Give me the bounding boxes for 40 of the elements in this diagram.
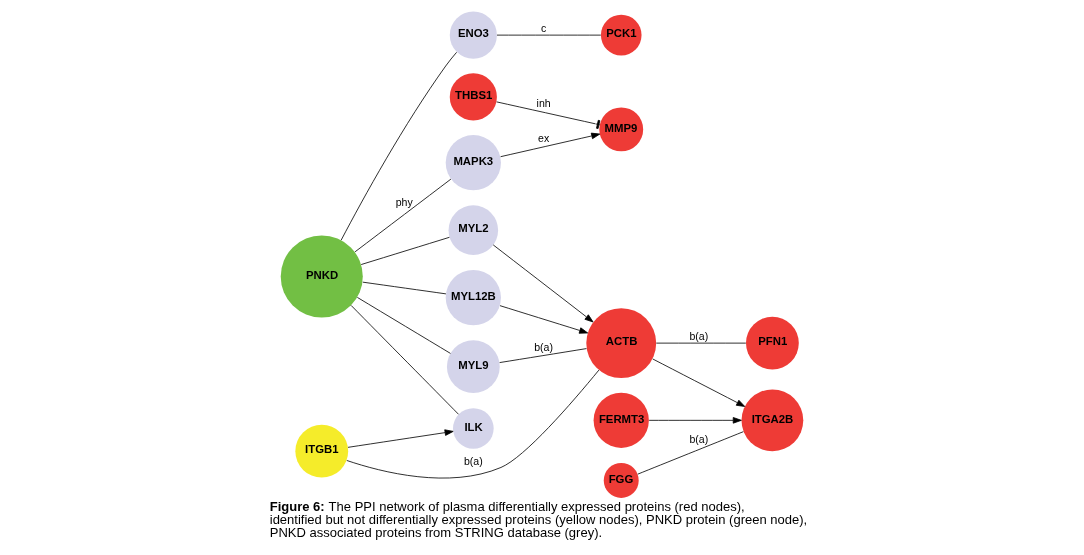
connector [360,236,450,265]
node-circle: ENO3 [449,11,497,59]
arrow [500,132,601,158]
node-circle: MYL2 [448,205,499,255]
caption: Figure 6: The PPI network of plasma differentially expressed proteins (red nodes), identified but not differentially expressed proteins (yellow nodes), PNKD protein (green node), PNKD associated proteins from STRING database (grey). [269,498,808,540]
edge-label: b(a) [689,433,709,446]
arrow [492,244,594,323]
edge-label: c [540,22,547,35]
edge-label: phy [395,196,413,209]
node-circle: THBS1 [449,73,497,121]
node-circle: ITGB1 [295,424,349,478]
connector [637,431,744,475]
connector [356,297,451,354]
node-circle: MMP9 [599,107,644,152]
node-circle: FGG [603,463,639,498]
node-circle: MYL9 [446,340,500,394]
arrow [347,429,454,448]
node-circle: MYL12B [445,270,501,326]
connector [354,178,452,253]
edge-label: inh [536,96,551,109]
edge-label: ex [538,131,550,144]
connector [346,369,600,479]
arrow [648,417,742,424]
connector [499,348,587,363]
node-circle: MAPK3 [445,135,501,191]
arrow [652,358,746,407]
connector [340,51,457,241]
node-circle: ILK [453,408,494,449]
node-circle: PFN1 [746,316,799,370]
connector [362,281,447,295]
node-circle: ITGA2B [741,389,804,452]
node-circle: PCK1 [600,14,642,56]
node-circle: PNKD [280,235,363,318]
edge-label: b(a) [463,454,483,467]
edge-label: b(a) [689,330,709,343]
connector [496,101,601,129]
node-circle: FERMT3 [593,392,649,448]
arrow [499,305,589,334]
edge-label: b(a) [534,340,554,353]
connector [350,305,459,415]
